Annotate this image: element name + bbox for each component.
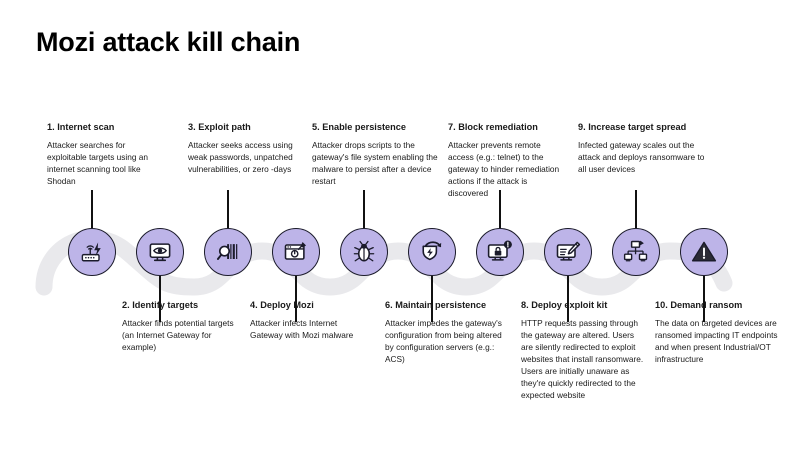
leader-line-6 [431, 276, 433, 322]
step-title-7: 7. Block remediation [448, 122, 538, 132]
magnifier-barcode-icon [216, 244, 238, 260]
step-title-5: 5. Enable persistence [312, 122, 406, 132]
router-wifi-bolt-icon [81, 242, 101, 262]
step-icon-3[interactable] [204, 228, 252, 276]
step-title-3: 3. Exploit path [188, 122, 251, 132]
step-body-4: Attacker infects Internet Gateway with M… [250, 318, 354, 341]
page-title: Mozi attack kill chain [36, 27, 301, 57]
step-text-10: 10. Demand ransom The data on targeted d… [655, 300, 787, 365]
leader-line-10 [703, 276, 705, 322]
leader-line-4 [295, 276, 297, 322]
step-text-2: 2. Identify targets Attacker finds poten… [122, 300, 242, 353]
monitor-eye-icon [149, 243, 171, 262]
step-body-2: Attacker finds potential targets (an Int… [122, 318, 234, 353]
step-title-1: 1. Internet scan [47, 122, 115, 132]
leader-line-1 [91, 190, 93, 228]
step-text-6: 6. Maintain persistence Attacker impedes… [385, 300, 511, 365]
monitor-pen-edit-icon [556, 241, 581, 261]
step-title-8: 8. Deploy exploit kit [521, 300, 608, 310]
step-icon-6[interactable] [408, 228, 456, 276]
chain-node-5[interactable] [340, 190, 388, 276]
step-icon-10[interactable] [680, 228, 728, 276]
browser-window-cursor-icon [284, 241, 307, 260]
step-title-4: 4. Deploy Mozi [250, 300, 314, 310]
wave-path [35, 230, 733, 296]
leader-line-9 [635, 190, 637, 228]
shield-refresh-icon [422, 241, 442, 261]
step-body-9: Infected gateway scales out the attack a… [578, 140, 705, 175]
step-body-10: The data on targeted devices are ransome… [655, 318, 778, 365]
leader-line-5 [363, 190, 365, 228]
chain-node-8[interactable] [544, 228, 592, 322]
leader-line-7 [499, 190, 501, 228]
warning-triangle-icon [691, 241, 717, 262]
step-title-10: 10. Demand ransom [655, 300, 743, 310]
step-icon-4[interactable] [272, 228, 320, 276]
leader-line-8 [567, 276, 569, 322]
chain-node-1[interactable] [68, 190, 116, 276]
step-text-4: 4. Deploy Mozi Attacker infects Internet… [250, 300, 360, 341]
leader-line-2 [159, 276, 161, 322]
step-title-6: 6. Maintain persistence [385, 300, 487, 310]
step-text-5: 5. Enable persistence Attacker drops scr… [312, 122, 440, 187]
chain-node-4[interactable] [272, 228, 320, 322]
step-body-5: Attacker drops scripts to the gateway's … [312, 140, 438, 187]
step-body-1: Attacker searches for exploitable target… [47, 140, 149, 187]
bug-icon [353, 240, 375, 262]
step-body-8: HTTP requests passing through the gatewa… [521, 318, 644, 401]
step-icon-8[interactable] [544, 228, 592, 276]
monitor-lock-alert-icon [487, 240, 512, 261]
chain-node-9[interactable] [612, 190, 660, 276]
chain-node-3[interactable] [204, 190, 252, 276]
background-wave [0, 195, 800, 310]
step-text-8: 8. Deploy exploit kit HTTP requests pass… [521, 300, 645, 401]
step-text-7: 7. Block remediation Attacker prevents r… [448, 122, 566, 199]
network-spread-icon [623, 240, 648, 262]
step-icon-5[interactable] [340, 228, 388, 276]
step-icon-9[interactable] [612, 228, 660, 276]
step-body-7: Attacker prevents remote access (e.g.: t… [448, 140, 560, 199]
leader-line-3 [227, 190, 229, 228]
chain-node-10[interactable] [680, 228, 728, 322]
chain-node-6[interactable] [408, 228, 456, 322]
chain-node-2[interactable] [136, 228, 184, 322]
step-icon-7[interactable] [476, 228, 524, 276]
step-body-6: Attacker impedes the gateway's configura… [385, 318, 502, 365]
step-text-3: 3. Exploit path Attacker seeks access us… [188, 122, 312, 175]
step-icon-2[interactable] [136, 228, 184, 276]
step-icon-1[interactable] [68, 228, 116, 276]
wave-svg [35, 230, 733, 296]
step-title-2: 2. Identify targets [122, 300, 199, 310]
step-title-9: 9. Increase target spread [578, 122, 687, 132]
step-body-3: Attacker seeks access using weak passwor… [188, 140, 293, 175]
step-text-9: 9. Increase target spread Infected gatew… [578, 122, 708, 175]
chain-node-7[interactable] [476, 190, 524, 276]
step-text-1: 1. Internet scan Attacker searches for e… [47, 122, 157, 187]
